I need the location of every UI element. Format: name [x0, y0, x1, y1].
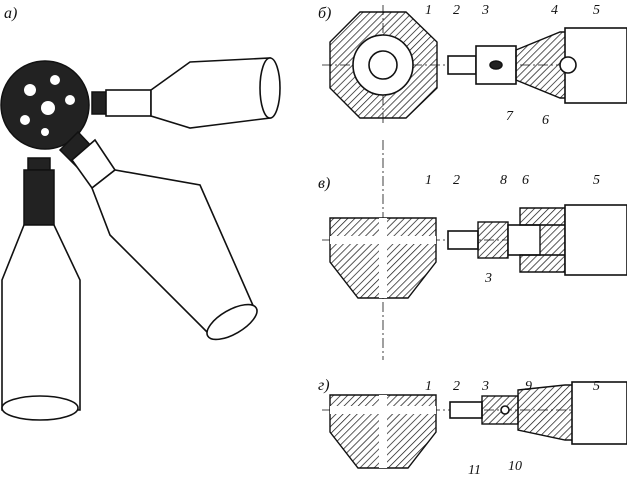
part-number: 2: [453, 379, 460, 394]
part-number: 5: [593, 3, 600, 18]
part-number: 3: [481, 3, 489, 18]
tube-5: [571, 381, 627, 445]
vertical-tube: [1, 224, 81, 411]
panel-label-g: г): [318, 377, 330, 394]
part-number: 6: [522, 173, 529, 188]
part-number: 8: [500, 173, 507, 188]
part-number: 4: [551, 3, 558, 18]
panel-label-a: а): [4, 5, 17, 22]
panel-b-connection-view: б) 1 2 3 4 5 7 6: [318, 3, 627, 128]
tube-5: [564, 204, 627, 276]
panel-a-perspective-view: а): [0, 5, 281, 421]
part-number: 1: [425, 173, 432, 188]
panel-g-section-view: г) 1 2 3 9 5 11 10: [318, 377, 627, 478]
part-number: 2: [453, 173, 460, 188]
part-number: 5: [593, 173, 600, 188]
part-number: 6: [542, 113, 549, 128]
part-number: 2: [453, 3, 460, 18]
part-number: 1: [425, 379, 432, 394]
part-number: 3: [481, 379, 489, 394]
part-number: 9: [525, 379, 532, 394]
part-number: 3: [484, 271, 492, 286]
part-number: 10: [508, 459, 522, 474]
part-number: 7: [506, 109, 514, 124]
panel-v-section-view: в) 1 2 8 6 5 3: [318, 140, 627, 360]
panel-label-v: в): [318, 175, 330, 192]
part-number: 1: [425, 3, 432, 18]
part-number: 11: [468, 463, 481, 478]
panel-label-b: б): [318, 5, 331, 22]
horizontal-tube: [150, 57, 271, 129]
part-number: 5: [593, 379, 600, 394]
